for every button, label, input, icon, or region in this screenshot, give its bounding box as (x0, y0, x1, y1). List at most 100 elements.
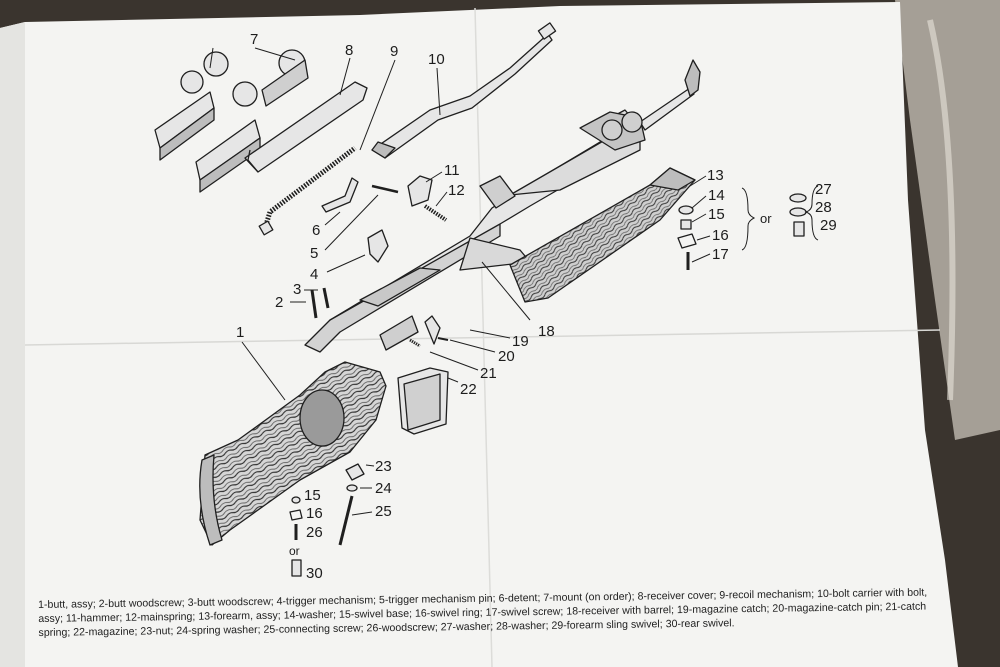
label-12: 12 (448, 182, 465, 199)
part-butt-woodscrew-2 (310, 289, 318, 319)
label-or-left: or (289, 544, 300, 558)
legend-item: 15-swivel base; (338, 607, 413, 621)
legend-item: 18-receiver with barrel; (566, 604, 675, 618)
legend-item: 12-mainspring; (125, 610, 196, 624)
bag-highlight (927, 19, 956, 401)
label-5: 5 (310, 245, 318, 262)
label-3: 3 (293, 281, 301, 298)
label-4: 4 (310, 266, 318, 283)
paper-edge (0, 22, 25, 667)
part-swivel-base-15b (291, 496, 301, 504)
part-rear-swivel-30 (291, 559, 302, 577)
label-21: 21 (480, 365, 497, 382)
legend-item: 23-nut; (140, 625, 174, 638)
label-2: 2 (275, 294, 283, 311)
legend-item: 6-detent; (498, 591, 541, 605)
label-10: 10 (428, 51, 445, 68)
label-25: 25 (375, 503, 392, 520)
bolt-handle-tip (537, 22, 557, 40)
legend-item: 1-butt, assy; (38, 598, 96, 611)
part-sling-swivel-29 (793, 221, 805, 237)
legend-item: 9-recoil mechanism; (719, 588, 815, 602)
part-hammer (407, 175, 433, 207)
legend-item: 13-forearm, assy; (198, 609, 281, 623)
part-connecting-screw-25 (338, 495, 354, 546)
label-28: 28 (815, 199, 832, 216)
part-trigger-pin (371, 184, 399, 194)
label-11: 11 (444, 162, 460, 179)
label-19: 19 (512, 333, 529, 350)
recoil-guide-end (258, 220, 274, 236)
part-magazine-catch (424, 315, 441, 345)
paper-fold-vertical (474, 7, 493, 667)
label-26: 26 (306, 524, 323, 541)
label-18: 18 (538, 323, 555, 340)
part-washer-27 (789, 193, 807, 203)
part-recoil-spring (262, 146, 357, 229)
part-mount (154, 49, 309, 193)
label-15-rear: 15 (304, 487, 321, 504)
legend-item: 29-forearm sling swivel; (551, 618, 663, 632)
part-washer-14 (678, 205, 694, 215)
legend-item: 16-swivel ring; (414, 606, 483, 620)
label-23: 23 (375, 458, 392, 475)
legend-item: 27-washer; (440, 620, 494, 634)
legend-item: 20-magazine-catch pin; (772, 601, 883, 615)
part-nut-23 (345, 463, 365, 481)
legend-item: 7-mount (on order); (543, 590, 635, 604)
label-20: 20 (498, 348, 515, 365)
part-catch-spring (409, 338, 421, 348)
part-trigger-mechanism (367, 229, 389, 263)
part-bolt-carrier (371, 33, 553, 159)
magazine-side (403, 373, 441, 431)
bolt-head (371, 141, 396, 159)
legend-item: 26-woodscrew; (366, 621, 438, 635)
label-9: 9 (390, 43, 398, 60)
part-swivel-ring-16b (289, 509, 303, 521)
legend-item: 4-trigger mechanism; (276, 594, 377, 608)
part-labels: 1 2 3 4 5 6 7 8 9 10 11 12 13 14 15 16 1… (236, 31, 837, 582)
part-spring-washer-24 (346, 484, 358, 492)
legend-item: 17-swivel screw; (485, 605, 564, 619)
legend-item: 3-butt woodscrew; (187, 595, 274, 609)
label-16-rear: 16 (306, 505, 323, 522)
legend-item: 25-connecting screw; (263, 622, 364, 636)
legend-item: 24-spring washer; (176, 623, 261, 638)
legend-item: 2-butt woodscrew; (98, 596, 185, 611)
paper-fold-horizontal (24, 329, 941, 346)
part-catch-pin (437, 337, 449, 341)
part-butt-woodscrew-3 (322, 287, 330, 309)
legend-item: 8-receiver cover; (637, 589, 717, 603)
label-13: 13 (707, 167, 724, 184)
part-receiver-barrel (304, 59, 701, 353)
label-6: 6 (312, 222, 320, 239)
legend-item: 19-magazine catch; (676, 602, 770, 617)
forearm-tip (649, 167, 696, 191)
label-24: 24 (375, 480, 392, 497)
part-butt (199, 361, 387, 546)
label-22: 22 (460, 381, 477, 398)
part-washer-28 (789, 207, 807, 217)
label-1: 1 (236, 324, 244, 341)
label-14: 14 (708, 187, 725, 204)
label-or-right: or (760, 211, 772, 226)
part-trigger-guard (379, 315, 419, 351)
leader-lines (209, 47, 819, 516)
label-15: 15 (708, 206, 725, 223)
label-8: 8 (345, 42, 353, 59)
receiver-cover-edge (247, 149, 259, 173)
legend-item: 22-magazine; (73, 625, 138, 639)
label-7: 7 (250, 31, 258, 48)
label-27: 27 (815, 181, 832, 198)
plastic-bag (895, 0, 1000, 440)
legend-item: 14-washer; (283, 608, 337, 622)
part-swivel-base-15 (680, 219, 692, 230)
label-30: 30 (306, 565, 323, 582)
part-swivel-ring-16 (677, 233, 697, 249)
legend-item: 11-hammer; (65, 611, 123, 625)
part-detent (321, 177, 359, 213)
legend-item: 30-rear swivel. (665, 617, 735, 631)
label-16: 16 (712, 227, 729, 244)
legend-item: 28-washer; (495, 619, 549, 633)
